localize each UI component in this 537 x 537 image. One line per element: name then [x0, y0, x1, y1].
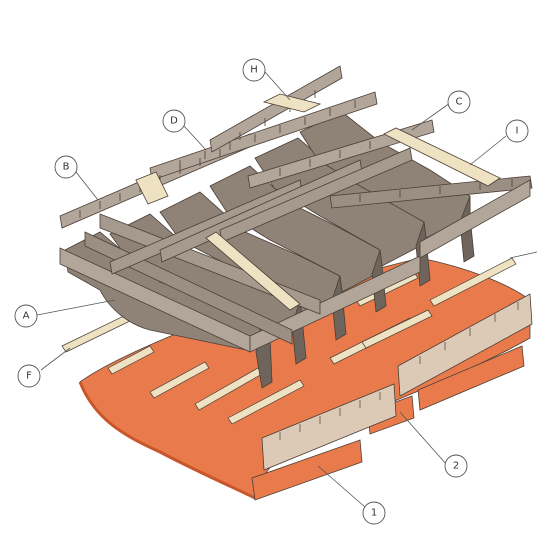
svg-text:B: B: [63, 162, 70, 173]
beam-i: [329, 175, 533, 209]
beam-h: [209, 65, 343, 153]
edge-panels: [261, 293, 533, 471]
stringers: [61, 257, 517, 425]
callout-2: 2: [444, 454, 468, 478]
svg-text:F: F: [26, 371, 32, 382]
svg-text:A: A: [23, 311, 30, 322]
callout-1: 1: [362, 501, 386, 525]
beam-c: [247, 119, 435, 189]
callout-h: H: [242, 58, 266, 82]
beam-slots: [79, 90, 513, 218]
part-i: [383, 127, 501, 187]
svg-text:C: C: [456, 97, 463, 108]
callout-d: D: [162, 109, 186, 133]
callout-a: A: [14, 304, 38, 328]
svg-text:1: 1: [371, 508, 377, 519]
part-d-block: [135, 171, 169, 205]
callout-f: F: [17, 364, 41, 388]
frame-beams: [59, 65, 533, 353]
long-spar: [205, 231, 301, 311]
callout-b: B: [54, 155, 78, 179]
callout-bubbles: A B C D F H I 1: [14, 58, 529, 525]
svg-text:D: D: [170, 116, 178, 127]
svg-text:I: I: [516, 126, 519, 137]
callout-c: C: [447, 90, 471, 114]
svg-text:2: 2: [453, 461, 459, 472]
leader-lines: [36, 71, 537, 508]
light-parts: [135, 93, 501, 311]
callout-i: I: [505, 119, 529, 143]
stringer-f: [61, 313, 133, 353]
svg-text:H: H: [250, 65, 258, 76]
part-h: [262, 93, 322, 113]
